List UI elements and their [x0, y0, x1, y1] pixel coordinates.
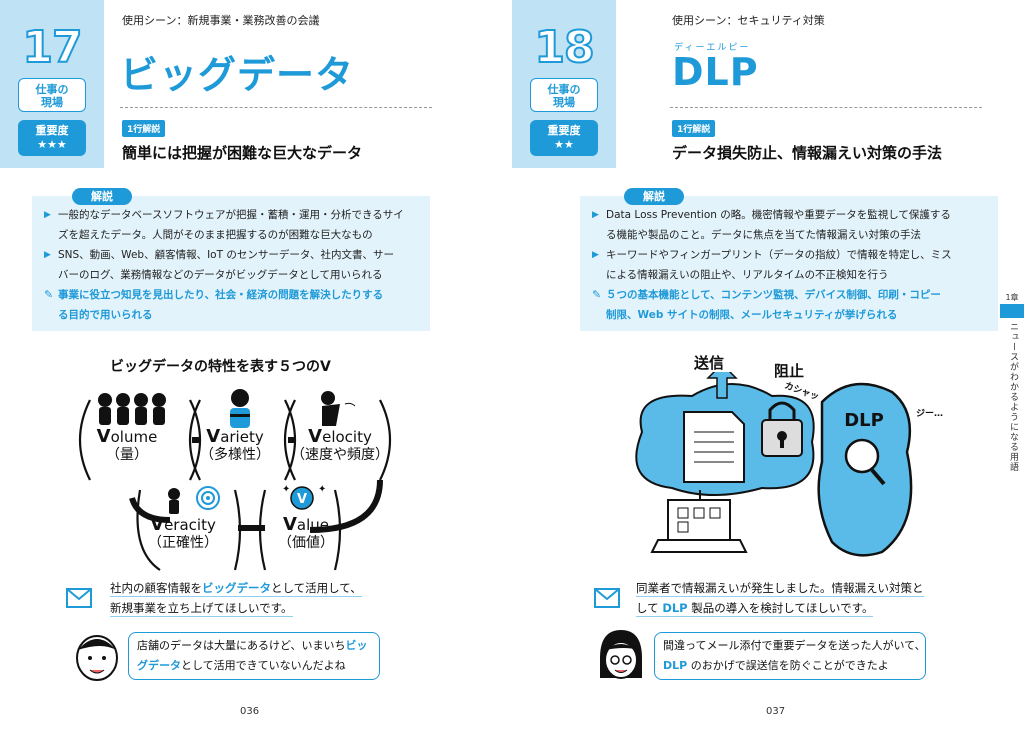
- explanation-line: 制限、Web サイトの制限、メールセキュリティが挙げられる: [606, 309, 898, 321]
- explanation-tag: 解説: [72, 188, 132, 205]
- sfx-text: ジー…: [916, 409, 944, 419]
- bullet-icon: ▶: [44, 250, 51, 260]
- explanation-line: 事業に役立つ知見を見出したり、社会・経済の問題を解決したりする: [58, 289, 384, 301]
- man-avatar-icon: [76, 635, 118, 681]
- explanation-line: る機能や製品のこと。データに焦点を当てた情報漏えい対策の手法: [606, 229, 921, 241]
- page-number: 036: [240, 706, 260, 717]
- usage-scene: 使用シーン：セキュリティ対策: [672, 14, 825, 27]
- diagram-title: ビッグデータの特性を表す５つのV: [110, 359, 331, 375]
- v-value-label: Value （価値）: [278, 514, 334, 552]
- v-velocity-label: Velocity （速度や頻度）: [291, 426, 389, 464]
- v-veracity-label: Veracity （正確性）: [148, 514, 218, 552]
- explanation-line: バーのログ、業務情報などのデータがビッグデータとして用いられる: [58, 269, 383, 281]
- chapter-title: ニュースがわかるようになる用語: [1008, 322, 1018, 472]
- mail-icon: [66, 588, 92, 608]
- importance-stars: ★★: [554, 138, 574, 151]
- svg-text:✦: ✦: [318, 484, 326, 495]
- page-number: 037: [766, 706, 786, 717]
- boss-message: 同業者で情報漏えいが発生しました。情報漏えい対策と して DLP 製品の導入を検…: [636, 581, 924, 617]
- oneline-tag: 1行解説: [672, 120, 716, 137]
- explanation-box: [32, 196, 430, 331]
- pencil-icon: ✎: [592, 288, 602, 301]
- explanation-line: による情報漏えいの阻止や、リアルタイムの不正検知を行う: [606, 269, 889, 281]
- term-ruby: ディーエルピー: [674, 43, 751, 53]
- dlp-illustration: DLP: [635, 372, 913, 557]
- variety-person-icon: [230, 389, 250, 428]
- explanation-line: る目的で用いられる: [58, 309, 153, 321]
- explanation-line: ズを超えたデータ。人間がそのまま把握するのが困難な巨大なもの: [58, 229, 373, 241]
- send-label: 送信: [694, 354, 725, 372]
- term-number: 17: [21, 21, 83, 74]
- v-variety-label: Variety （多様性）: [200, 426, 270, 464]
- chapter-tab: [1000, 304, 1024, 318]
- term-title: DLP: [672, 50, 759, 94]
- importance-stars: ★★★: [37, 138, 67, 151]
- field-badge: 仕事の現場: [530, 78, 598, 112]
- explanation-line: Data Loss Prevention の略。機密情報や重要データを監視して保…: [606, 209, 951, 221]
- explanation-line: ５つの基本機能として、コンテンツ監視、デバイス制御、印刷・コピー: [606, 289, 941, 301]
- oneline-tag: 1行解説: [122, 120, 166, 137]
- svg-text:V: V: [297, 492, 307, 507]
- value-coin-icon: V ✦ ✦: [282, 484, 326, 510]
- explanation-line: キーワードやフィンガープリント（データの指紋）で情報を特定し、ミス: [606, 249, 952, 261]
- oneline-summary: データ損失防止、情報漏えい対策の手法: [672, 144, 943, 162]
- divider: [670, 107, 982, 108]
- explanation-tag: 解説: [624, 188, 684, 205]
- pencil-icon: ✎: [44, 288, 54, 301]
- importance-badge: 重要度 ★★: [530, 120, 598, 156]
- chapter-label: 1章: [1005, 293, 1019, 302]
- term-title: ビッグデータ: [120, 53, 355, 97]
- divider: [120, 107, 432, 108]
- people-icon: [98, 393, 166, 425]
- explanation-line: SNS、動画、Web、顧客情報、IoT のセンサーデータ、社内文書、サー: [58, 249, 395, 261]
- importance-label: 重要度: [35, 124, 69, 137]
- left-page: 17 仕事の現場 重要度 ★★★ 使用シーン：新規事業・業務改善の会議 ビッグデ…: [0, 0, 432, 717]
- importance-badge: 重要度 ★★★: [18, 120, 86, 156]
- character-label: DLP: [844, 410, 884, 431]
- speech-bubble: 間違ってメール添付で重要データを送った人がいて、 DLP のおかげで誤送信を防ぐ…: [654, 632, 926, 680]
- bullet-icon: ▶: [592, 210, 599, 220]
- speech-bubble: 店舗のデータは大量にあるけど、いまいちビッ グデータとして活用できていないんだよ…: [128, 632, 380, 680]
- svg-text:✦: ✦: [282, 484, 290, 495]
- running-figure-icon: [321, 391, 356, 426]
- explanation-line: 一般的なデータベースソフトウェアが把握・蓄積・運用・分析できるサイ: [58, 209, 404, 221]
- term-number-panel: 17 仕事の現場 重要度 ★★★: [0, 0, 104, 168]
- importance-label: 重要度: [547, 124, 581, 137]
- block-label: 阻止: [774, 362, 805, 380]
- right-page: 18 仕事の現場 重要度 ★★ 使用シーン：セキュリティ対策 ディーエルピー D…: [512, 0, 1024, 752]
- woman-avatar-icon: [600, 630, 642, 679]
- term-number-panel: 18 仕事の現場 重要度 ★★: [512, 0, 616, 168]
- v-volume-label: Volume （量）: [96, 426, 158, 464]
- bullet-icon: ▶: [44, 210, 51, 220]
- usage-scene: 使用シーン：新規事業・業務改善の会議: [122, 14, 320, 27]
- bullet-icon: ▶: [592, 250, 599, 260]
- explanation-box: [580, 196, 998, 331]
- mail-icon: [594, 588, 620, 608]
- five-v-diagram: V ✦ ✦: [78, 389, 392, 571]
- field-badge: 仕事の現場: [18, 78, 86, 112]
- oneline-summary: 簡単には把握が困難な巨大なデータ: [122, 144, 363, 162]
- target-icon: [168, 486, 220, 514]
- term-number: 18: [533, 21, 595, 74]
- boss-message: 社内の顧客情報をビッグデータとして活用して、 新規事業を立ち上げてほしいです。: [110, 581, 362, 617]
